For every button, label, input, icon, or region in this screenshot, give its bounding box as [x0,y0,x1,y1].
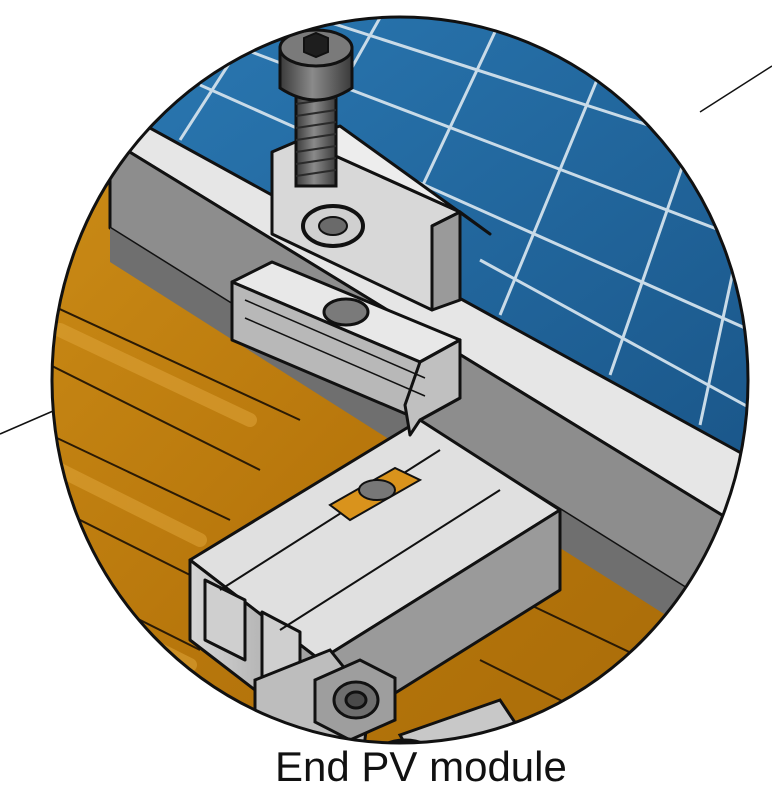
detail-caption: End PV module [275,743,567,790]
leader-line-right [699,65,772,113]
clamp-slot-hole [322,297,370,327]
hex-socket-bolt [278,28,354,188]
magnified-view [52,17,748,743]
lower-bolt-head [371,738,439,743]
t-bolt-hole [358,479,396,501]
magnifier-outline [50,15,750,745]
spring-washer [301,204,365,248]
leader-line-left [0,407,61,435]
hex-nut [313,658,397,742]
